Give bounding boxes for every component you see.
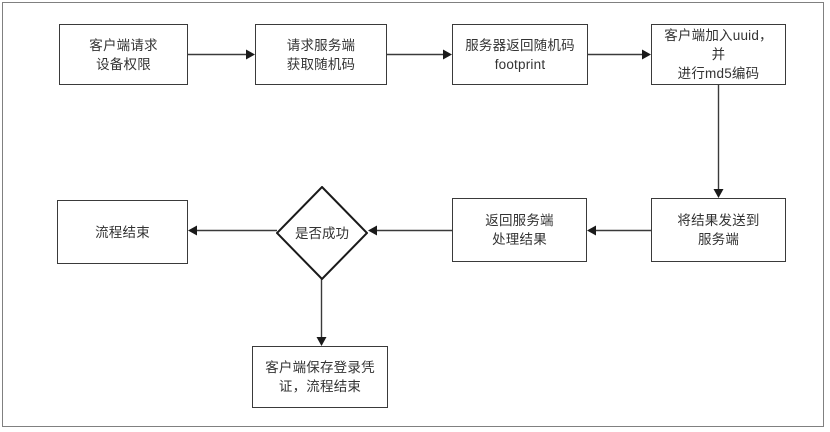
decision-label: 是否成功 xyxy=(295,225,349,241)
node-return-server-result[interactable]: 返回服务端 处理结果 xyxy=(452,198,587,262)
node-server-return-footprint[interactable]: 服务器返回随机码 footprint xyxy=(452,24,588,85)
diamond-shape xyxy=(276,186,368,280)
node-request-server-random-code[interactable]: 请求服务端 获取随机码 xyxy=(255,24,387,85)
node-decision-is-success[interactable]: 是否成功 xyxy=(276,186,368,280)
node-send-result-to-server[interactable]: 将结果发送到 服务端 xyxy=(651,198,786,262)
node-client-add-uuid-md5[interactable]: 客户端加入uuid，并 进行md5编码 xyxy=(651,24,786,85)
node-client-request-device-permission[interactable]: 客户端请求 设备权限 xyxy=(59,24,188,85)
node-client-save-credential-end[interactable]: 客户端保存登录凭 证，流程结束 xyxy=(252,346,388,408)
node-process-end[interactable]: 流程结束 xyxy=(57,200,188,264)
